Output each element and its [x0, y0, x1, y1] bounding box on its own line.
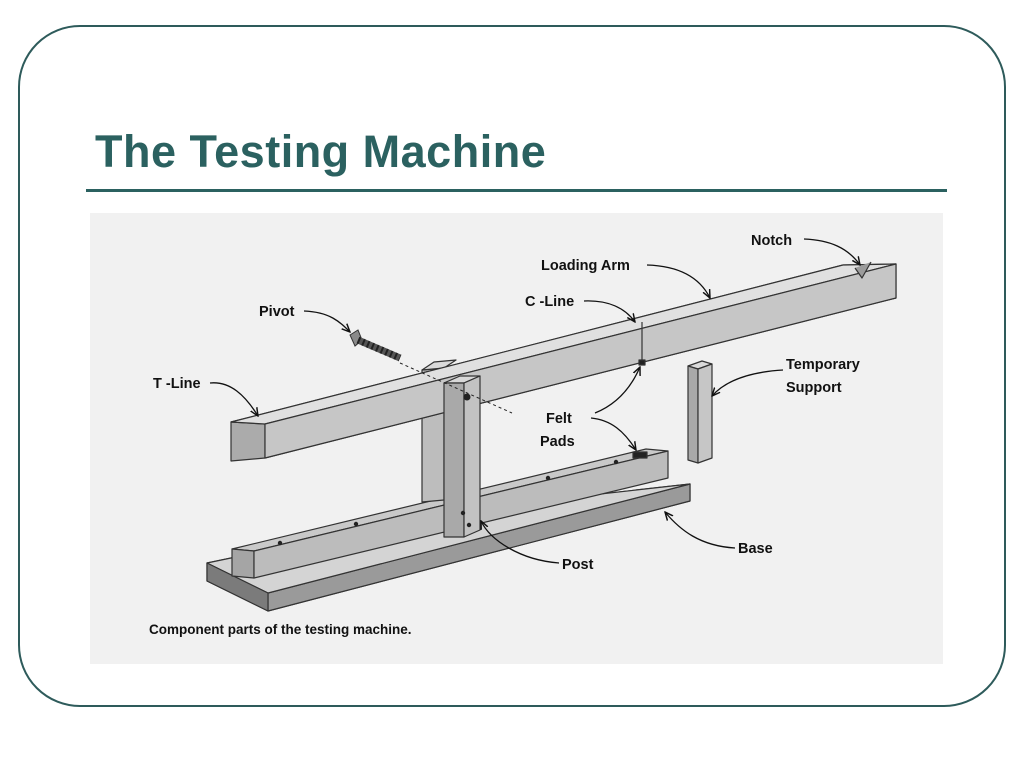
label-base: Base — [738, 541, 773, 557]
slide-title: The Testing Machine — [95, 126, 547, 177]
figure-caption: Component parts of the testing machine. — [149, 622, 412, 637]
felt-pad — [638, 359, 646, 366]
label-post: Post — [562, 557, 594, 573]
label-loading-arm: Loading Arm — [541, 258, 630, 274]
label-temporary-support-line1: Temporary — [786, 357, 860, 373]
temporary-support — [687, 360, 713, 464]
label-temporary-support-line2: Support — [786, 380, 842, 396]
label-c-line: C -Line — [525, 294, 574, 310]
label-notch: Notch — [751, 233, 792, 249]
leader-lines — [209, 238, 860, 564]
slide-frame — [18, 25, 1006, 707]
label-t-line: T -Line — [153, 376, 201, 392]
label-felt-pads-line2: Pads — [540, 434, 575, 450]
label-pivot: Pivot — [259, 304, 295, 320]
post — [443, 375, 481, 538]
label-felt-pads-line1: Felt — [546, 411, 572, 427]
felt-pad — [632, 451, 648, 459]
base-plate — [206, 483, 691, 612]
loading-arm — [230, 261, 897, 462]
pivot-bolt — [349, 329, 513, 414]
title-underline — [86, 189, 947, 192]
